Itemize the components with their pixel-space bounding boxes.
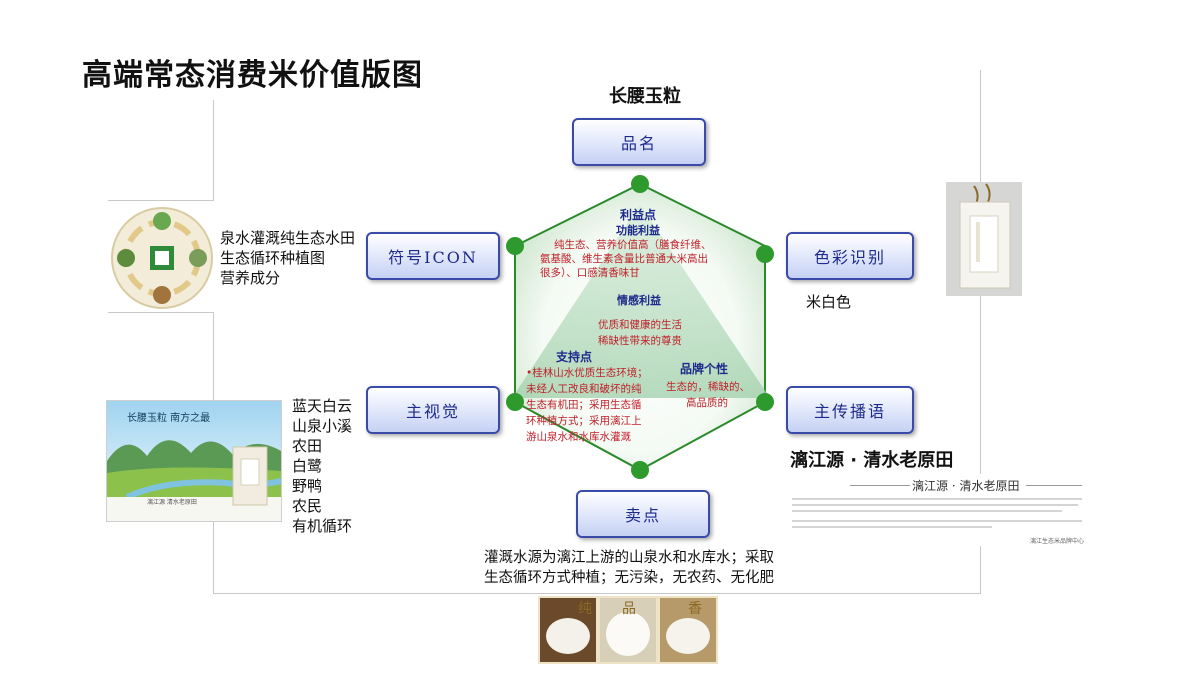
doc-heading: 漓江源 · 清水老原田 bbox=[912, 479, 1020, 493]
function-text-line: 很多）、口感清香味甘 bbox=[540, 267, 640, 279]
frame-line-left-top bbox=[213, 100, 214, 200]
hex-dot-bottom bbox=[631, 461, 649, 479]
support-text-line: •桂林山水优质生态环境； bbox=[526, 367, 648, 379]
rice-triptych-poster: 纯 品 香 bbox=[538, 596, 718, 664]
hex-dot-lower-left bbox=[506, 393, 524, 411]
support-heading: 支持点 bbox=[556, 350, 593, 364]
triptych-char: 香 bbox=[688, 601, 702, 617]
visual-desc-line: 农田 bbox=[292, 437, 323, 455]
brand-personality-heading: 品牌个性 bbox=[680, 362, 729, 376]
emotion-text-line: 稀缺性带来的尊贵 bbox=[598, 335, 682, 347]
symbol-desc-line: 泉水灌溉纯生态水田 bbox=[220, 229, 356, 247]
hex-dot-upper-left bbox=[506, 237, 524, 255]
selling-desc-line: 灌溉水源为漓江上游的山泉水和水库水；采取 bbox=[484, 550, 774, 566]
doc-rule-left bbox=[850, 485, 910, 486]
hex-dot-top bbox=[631, 175, 649, 193]
selling-point-description: 灌溉水源为漓江上游的山泉水和水库水；采取 生态循环方式种植；无污染，无农药、无化… bbox=[484, 548, 774, 588]
visual-desc-line: 蓝天白云 bbox=[292, 397, 353, 415]
support-text-line: 未经人工改良和破坏的纯 bbox=[526, 383, 642, 395]
support-text-line: 游山泉水和水库水灌溉 bbox=[526, 431, 631, 443]
function-text-line: 氨基酸、维生素含量比普通大米高出 bbox=[540, 253, 708, 265]
eco-cycle-graphic bbox=[111, 207, 213, 309]
visual-desc-line: 野鸭 bbox=[292, 477, 323, 495]
frame-line-left-low bbox=[108, 312, 214, 313]
support-text-line: 环种植方式；采用漓江上 bbox=[526, 415, 642, 427]
visual-desc-line: 山泉小溪 bbox=[292, 417, 353, 435]
node-key-visual[interactable]: 主视觉 bbox=[366, 386, 500, 434]
hex-dot-upper-right bbox=[756, 245, 774, 263]
frame-line-left-mid bbox=[108, 200, 214, 201]
value-triangle bbox=[512, 204, 770, 398]
node-main-slogan[interactable]: 主传播语 bbox=[786, 386, 914, 434]
rice-bag-photo bbox=[946, 182, 1022, 296]
doc-line bbox=[792, 504, 1078, 506]
selling-desc-line: 生态循环方式种植；无污染，无农药、无化肥 bbox=[484, 570, 774, 586]
poster-brand: 漓江源 清水老原田 bbox=[147, 499, 197, 506]
function-text-line: 纯生态、营养价值高（膳食纤维、 bbox=[554, 239, 712, 251]
doc-line bbox=[792, 526, 992, 528]
brand-text-line: 高品质的 bbox=[686, 397, 728, 409]
key-visual-poster: 长腰玉粒 南方之最 漓江源 清水老原田 bbox=[106, 400, 282, 522]
node-color-identification[interactable]: 色彩识别 bbox=[786, 232, 914, 280]
slogan-document: 漓江源 · 清水老原田 漓江生态米品牌中心 bbox=[790, 474, 1088, 546]
node-name[interactable]: 品名 bbox=[572, 118, 706, 166]
symbol-desc-line: 营养成分 bbox=[220, 269, 281, 287]
doc-line bbox=[792, 498, 1082, 500]
support-text-line: 生态有机田；采用生态循 bbox=[526, 399, 642, 411]
node-symbol-icon[interactable]: 符号ICON bbox=[366, 232, 500, 280]
function-benefit-heading: 功能利益 bbox=[616, 224, 660, 237]
brand-text-line: 生态的，稀缺的、 bbox=[666, 381, 750, 393]
doc-rule-right bbox=[1026, 485, 1082, 486]
triptych-char: 纯 bbox=[578, 601, 592, 617]
key-visual-description: 蓝天白云 山泉小溪 农田 白鹭 野鸭 农民 有机循环 bbox=[292, 396, 352, 536]
page-title: 高端常态消费米价值版图 bbox=[82, 58, 423, 93]
symbol-description: 泉水灌溉纯生态水田 生态循环种植图 营养成分 bbox=[220, 228, 355, 288]
visual-desc-line: 有机循环 bbox=[292, 517, 353, 535]
doc-line bbox=[792, 520, 1082, 522]
frame-line-bottom bbox=[213, 593, 981, 594]
hex-dot-lower-right bbox=[756, 393, 774, 411]
doc-footer: 漓江生态米品牌中心 bbox=[1030, 538, 1085, 545]
value-hexagon-diagram bbox=[506, 175, 774, 479]
node-selling-point[interactable]: 卖点 bbox=[576, 490, 710, 538]
top-label: 长腰玉粒 bbox=[609, 86, 681, 107]
benefit-heading: 利益点 bbox=[620, 208, 657, 222]
emotion-benefit-heading: 情感利益 bbox=[617, 294, 661, 307]
frame-line-right bbox=[980, 70, 981, 594]
poster-heading: 长腰玉粒 南方之最 bbox=[127, 413, 211, 424]
poster-landscape bbox=[107, 401, 281, 521]
color-description: 米白色 bbox=[806, 293, 852, 311]
doc-line bbox=[792, 510, 1062, 512]
emotion-text-line: 优质和健康的生活 bbox=[598, 319, 682, 331]
symbol-desc-line: 生态循环种植图 bbox=[220, 249, 326, 267]
slogan-text: 漓江源 · 清水老原田 bbox=[790, 450, 954, 471]
visual-desc-line: 农民 bbox=[292, 497, 323, 515]
triptych-char: 品 bbox=[622, 601, 636, 617]
visual-desc-line: 白鹭 bbox=[292, 457, 323, 475]
